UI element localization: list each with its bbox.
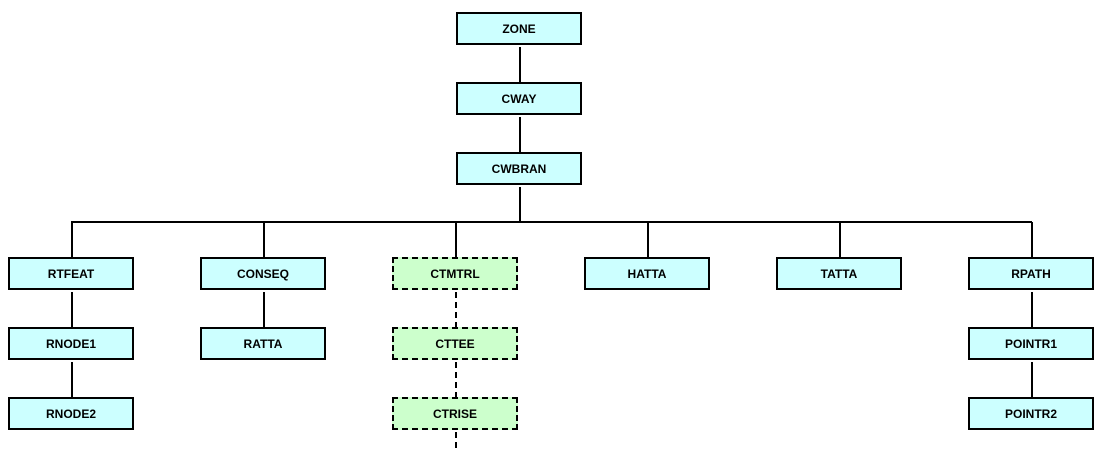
node-pointr1-label: POINTR1 — [1004, 336, 1057, 351]
node-zone-label: ZONE — [502, 21, 536, 36]
node-hatta-label: HATTA — [627, 266, 667, 281]
node-ratta: RATTA — [200, 327, 326, 360]
node-cway: CWAY — [456, 82, 582, 115]
node-rtfeat: RTFEAT — [8, 257, 134, 290]
node-conseq: CONSEQ — [200, 257, 326, 290]
node-tatta-label: TATTA — [820, 266, 858, 281]
node-ctmtrl-label: CTMTRL — [430, 266, 480, 281]
node-ctrise: CTRISE — [392, 397, 518, 430]
node-pointr2: POINTR2 — [968, 397, 1094, 430]
node-rpath-label: RPATH — [1011, 266, 1051, 281]
node-ctrise-label: CTRISE — [432, 406, 477, 421]
node-rnode1-label: RNODE1 — [45, 336, 96, 351]
node-pointr1: POINTR1 — [968, 327, 1094, 360]
node-ctmtrl: CTMTRL — [392, 257, 518, 290]
node-rnode1: RNODE1 — [8, 327, 134, 360]
node-tatta: TATTA — [776, 257, 902, 290]
node-cttee-label: CTTEE — [435, 336, 475, 351]
node-ratta-label: RATTA — [243, 336, 283, 351]
node-cwbran-label: CWBRAN — [491, 161, 547, 176]
node-pointr2-label: POINTR2 — [1004, 406, 1057, 421]
node-cttee: CTTEE — [392, 327, 518, 360]
node-conseq-label: CONSEQ — [236, 266, 289, 281]
node-rpath: RPATH — [968, 257, 1094, 290]
node-rnode2: RNODE2 — [8, 397, 134, 430]
node-rtfeat-label: RTFEAT — [47, 266, 95, 281]
node-hatta: HATTA — [584, 257, 710, 290]
node-rnode2-label: RNODE2 — [45, 406, 96, 421]
node-cway-label: CWAY — [501, 91, 537, 106]
node-cwbran: CWBRAN — [456, 152, 582, 185]
node-zone: ZONE — [456, 12, 582, 45]
